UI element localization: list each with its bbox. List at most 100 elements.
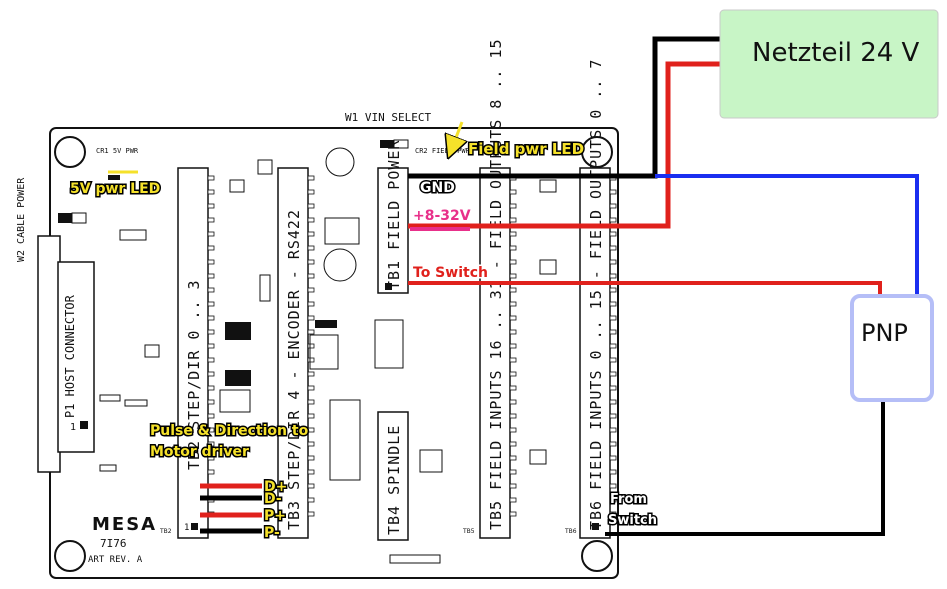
w2-jumper	[58, 213, 72, 223]
from-switch-wire	[605, 400, 885, 536]
mounting-hole-bl	[54, 540, 86, 572]
terminal-pin	[307, 343, 315, 349]
terminal-pin	[207, 315, 215, 321]
terminal-pin	[609, 203, 617, 209]
terminal-pin	[207, 217, 215, 223]
terminal-pin	[509, 315, 517, 321]
terminal-pin	[609, 231, 617, 237]
terminal-pin	[307, 497, 315, 503]
vplus-wire	[408, 61, 720, 229]
tb2-label: TB2 STEP/DIR 0 .. 3	[185, 279, 203, 470]
terminal-pin	[207, 357, 215, 363]
terminal-pin	[307, 175, 315, 181]
pnp-label: PNP	[861, 319, 908, 347]
mesa-7i76-board: W1 VIN SELECT W2 CABLE POWER CR1 5V PWR …	[16, 38, 619, 579]
p-minus-label: P-	[264, 525, 280, 541]
field-pwr-led-label: Field pwr LED	[468, 140, 584, 158]
terminal-pin	[207, 189, 215, 195]
terminal-pin	[609, 455, 617, 461]
terminal-pin	[207, 203, 215, 209]
terminal-pin	[609, 245, 617, 251]
terminal-pin	[207, 343, 215, 349]
terminal-pin	[509, 413, 517, 419]
terminal-pin	[609, 301, 617, 307]
terminal-pin	[609, 427, 617, 433]
gnd-label: GND	[420, 180, 455, 196]
terminal-pin	[207, 427, 215, 433]
tb2-pin1: 1	[184, 523, 189, 533]
terminal-pin	[509, 189, 517, 195]
pulse-direction-line1: Pulse & Direction to	[150, 423, 309, 439]
terminal-pin	[307, 469, 315, 475]
terminal-pin	[509, 427, 517, 433]
field-led-arrow-icon	[452, 121, 462, 148]
terminal-pin	[509, 287, 517, 293]
rev-label: ART REV. A	[88, 555, 143, 565]
terminal-pin	[509, 329, 517, 335]
tb5-pin-tag: TB5	[462, 528, 475, 535]
terminal-pin	[207, 301, 215, 307]
pwr-led-5v-label: 5V pwr LED	[70, 181, 160, 197]
terminal-pin	[509, 497, 517, 503]
pnp-supply-wire	[655, 174, 919, 296]
board-dark-parts	[108, 175, 337, 386]
terminal-pin	[609, 399, 617, 405]
model-label: 7I76	[100, 537, 127, 550]
terminal-pin	[307, 189, 315, 195]
terminal-pin	[207, 371, 215, 377]
vin-label: +8-32V	[413, 208, 471, 224]
d-minus-label: D-	[264, 491, 282, 507]
terminal-pin	[609, 315, 617, 321]
terminal-pin	[609, 259, 617, 265]
terminal-pin	[509, 273, 517, 279]
terminal-pin	[307, 357, 315, 363]
to-switch-label: To Switch	[413, 265, 488, 281]
terminal-pin	[609, 413, 617, 419]
terminal-pin	[307, 329, 315, 335]
terminal-pin	[609, 189, 617, 195]
terminal-pin	[509, 259, 517, 265]
power-supply-label: Netzteil 24 V	[752, 38, 920, 68]
terminal-pin	[509, 203, 517, 209]
terminal-pin	[307, 427, 315, 433]
terminal-pin	[509, 301, 517, 307]
terminal-pin	[307, 231, 315, 237]
terminal-pin	[207, 413, 215, 419]
terminal-pin	[207, 175, 215, 181]
terminal-pin	[509, 441, 517, 447]
terminal-pin	[307, 455, 315, 461]
terminal-pin	[609, 483, 617, 489]
d-plus-label: D+	[264, 479, 287, 495]
terminal-pin	[609, 343, 617, 349]
host-connector-label: P1 HOST CONNECTOR	[63, 294, 77, 418]
terminal-pin	[307, 413, 315, 419]
terminal-pin	[207, 287, 215, 293]
terminal-pin	[307, 385, 315, 391]
pnp-sensor-box: PNP	[850, 294, 934, 402]
terminal-pin	[307, 301, 315, 307]
terminal-pin	[307, 259, 315, 265]
cable-power-label: W2 CABLE POWER	[16, 177, 27, 262]
terminal-pin	[207, 259, 215, 265]
terminal-pin	[609, 385, 617, 391]
w1-jumper	[380, 140, 394, 148]
terminal-pin	[307, 217, 315, 223]
terminal-pin	[609, 469, 617, 475]
terminal-pin	[509, 371, 517, 377]
terminal-pin	[207, 469, 215, 475]
terminal-pin	[609, 497, 617, 503]
terminal-pin	[307, 441, 315, 447]
terminal-pin	[307, 287, 315, 293]
terminal-pin	[307, 245, 315, 251]
tb6-pin-tag: TB6	[564, 528, 577, 535]
terminal-pin	[509, 357, 517, 363]
terminal-pin	[307, 371, 315, 377]
from-switch-line1: From	[610, 492, 647, 507]
terminal-pin	[307, 399, 315, 405]
terminal-pin	[509, 245, 517, 251]
terminal-pin	[509, 483, 517, 489]
mesa-logo: MESA	[92, 514, 157, 535]
terminal-pin	[207, 273, 215, 279]
terminal-pin	[207, 455, 215, 461]
